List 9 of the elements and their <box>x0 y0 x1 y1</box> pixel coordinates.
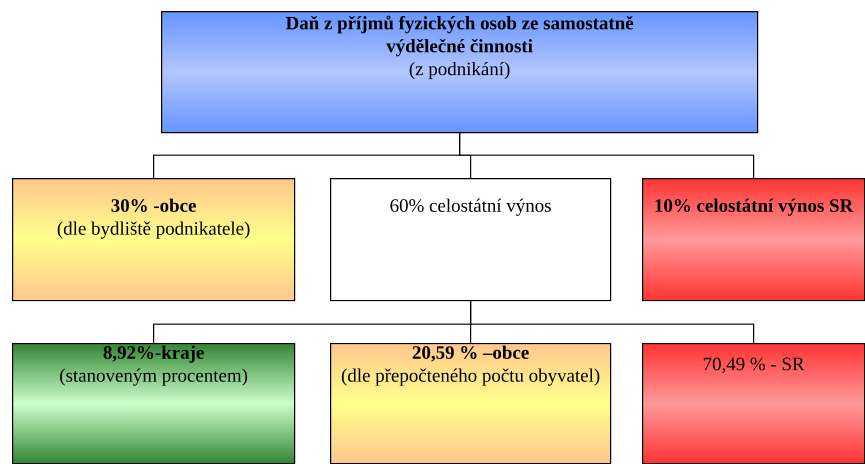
share-box: 8,92%-kraje (stanoveným procentem) <box>12 342 296 464</box>
share-box: 30% -obce (dle bydliště podnikatele) <box>12 178 296 302</box>
share-box: 60% celostátní výnos <box>330 178 612 302</box>
connector-line <box>470 301 754 343</box>
heading-box: Daň z příjmů fyzických osob ze samostatně výdělečné činnosti (z podnikání) <box>161 11 758 134</box>
share-box: 20,59 % –obce (dle přepočteného počtu obyvatel) <box>330 342 612 464</box>
share-box: 10% celostátní výnos SR <box>642 178 865 302</box>
connector-line <box>459 133 754 178</box>
share-box: 70,49 % - SR <box>642 342 865 464</box>
